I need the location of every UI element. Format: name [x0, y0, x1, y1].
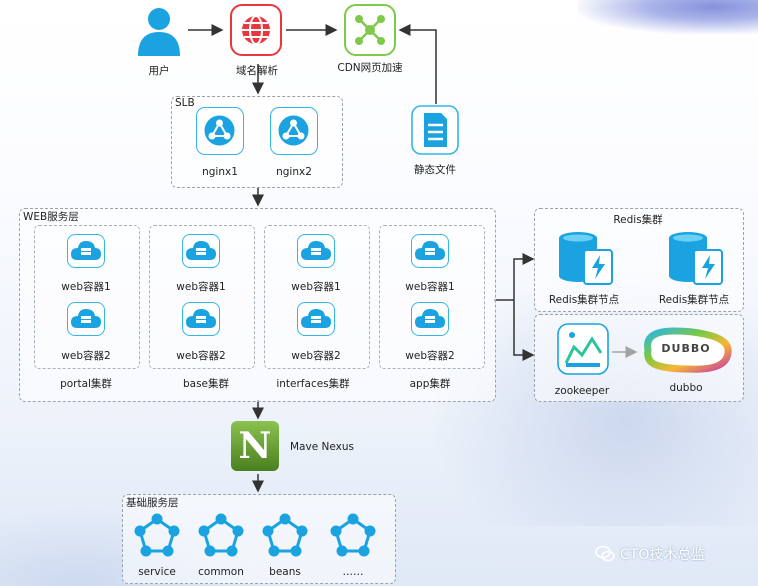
- zookeeper-label: zookeeper: [554, 385, 610, 397]
- redis-cluster-title: Redis集群: [613, 214, 663, 226]
- web-container-label: web容器2: [61, 350, 111, 362]
- nginx1-share-icon: [196, 107, 244, 155]
- web-container-label: web容器1: [405, 281, 455, 293]
- module-label-common: common: [198, 566, 244, 578]
- slb-title: SLB: [175, 97, 195, 109]
- module-network-icon: [197, 513, 245, 561]
- nexus-logo: N: [231, 421, 279, 471]
- cluster-label-interfaces: interfaces集群: [276, 378, 350, 390]
- decorative-corner-top-right: [578, 0, 758, 34]
- module-network-icon: [261, 513, 309, 561]
- cloud-server-icon: [67, 234, 105, 268]
- wechat-icon: [595, 545, 615, 563]
- dubbo-label: dubbo: [669, 382, 703, 394]
- cloud-server-icon: [411, 302, 449, 336]
- cloud-server-icon: [182, 302, 220, 336]
- cloud-server-icon: [182, 234, 220, 268]
- nginx1-label: nginx1: [202, 166, 238, 178]
- database-icon: [554, 230, 616, 288]
- web-container-label: web容器2: [291, 350, 341, 362]
- redis-node-label: Redis集群节点: [548, 294, 620, 306]
- module-label-service: service: [138, 566, 176, 578]
- database-icon: [664, 230, 726, 288]
- cloud-server-icon: [411, 234, 449, 268]
- nexus-logo-letter: N: [238, 425, 272, 467]
- cluster-label-portal: portal集群: [60, 378, 112, 390]
- user-label: 用户: [148, 65, 170, 77]
- static-file-label: 静态文件: [414, 164, 456, 176]
- zookeeper-icon: [557, 323, 609, 375]
- cluster-label-base: base集群: [182, 378, 230, 390]
- web-layer-title: WEB服务层: [23, 211, 79, 223]
- cluster-label-app: app集群: [409, 378, 451, 390]
- dubbo-logo-text: DUBBO: [661, 342, 711, 355]
- base-service-layer-group: [122, 494, 396, 584]
- base-layer-title: 基础服务层: [126, 497, 179, 509]
- redis-node-label: Redis集群节点: [658, 294, 730, 306]
- module-network-icon: [133, 513, 181, 561]
- globe-icon: [230, 4, 282, 56]
- dns-label: 域名解析: [236, 65, 278, 77]
- web-container-label: web容器1: [176, 281, 226, 293]
- cloud-server-icon: [297, 234, 335, 268]
- web-container-label: web容器2: [176, 350, 226, 362]
- user-icon: [134, 4, 184, 58]
- cloud-server-icon: [297, 302, 335, 336]
- web-container-label: web容器1: [291, 281, 341, 293]
- nginx2-label: nginx2: [276, 166, 312, 178]
- module-label-beans: beans: [269, 566, 301, 578]
- module-network-icon: [329, 513, 377, 561]
- cloud-server-icon: [67, 302, 105, 336]
- cdn-label: CDN网页加速: [337, 62, 403, 74]
- nexus-label: Mave Nexus: [290, 441, 354, 453]
- watermark-text: CTO技术总监: [620, 547, 706, 563]
- web-container-label: web容器2: [405, 350, 455, 362]
- module-label-more: ……: [342, 566, 364, 578]
- static-file-icon: [411, 105, 459, 155]
- dubbo-logo: DUBBO: [638, 325, 734, 375]
- nginx2-share-icon: [270, 107, 318, 155]
- cdn-network-icon: [344, 4, 396, 56]
- web-container-label: web容器1: [61, 281, 111, 293]
